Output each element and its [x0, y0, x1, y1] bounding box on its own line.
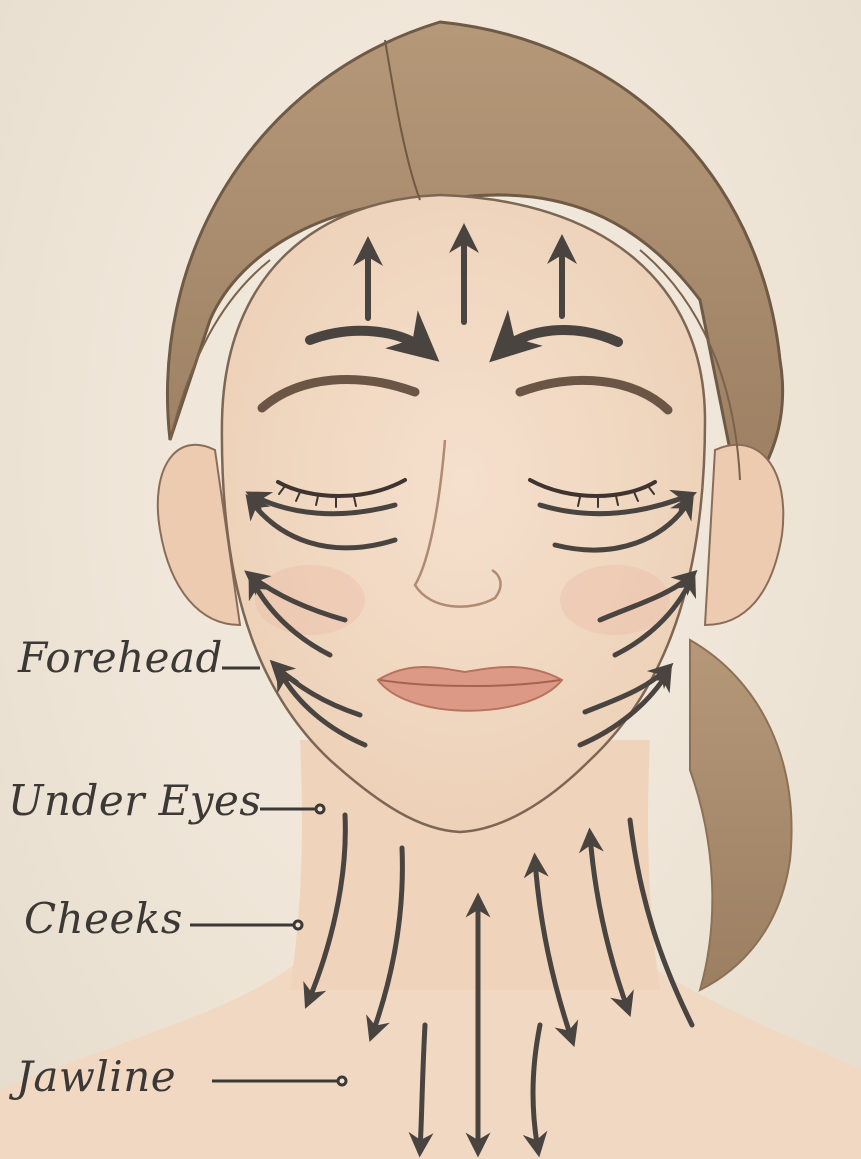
- label-cheeks: Cheeks: [24, 894, 183, 943]
- right-ear: [705, 445, 783, 625]
- label-jawline: Jawline: [16, 1052, 176, 1101]
- label-under-eyes: Under Eyes: [8, 776, 261, 825]
- ponytail: [690, 640, 792, 990]
- label-forehead: Forehead: [18, 633, 223, 682]
